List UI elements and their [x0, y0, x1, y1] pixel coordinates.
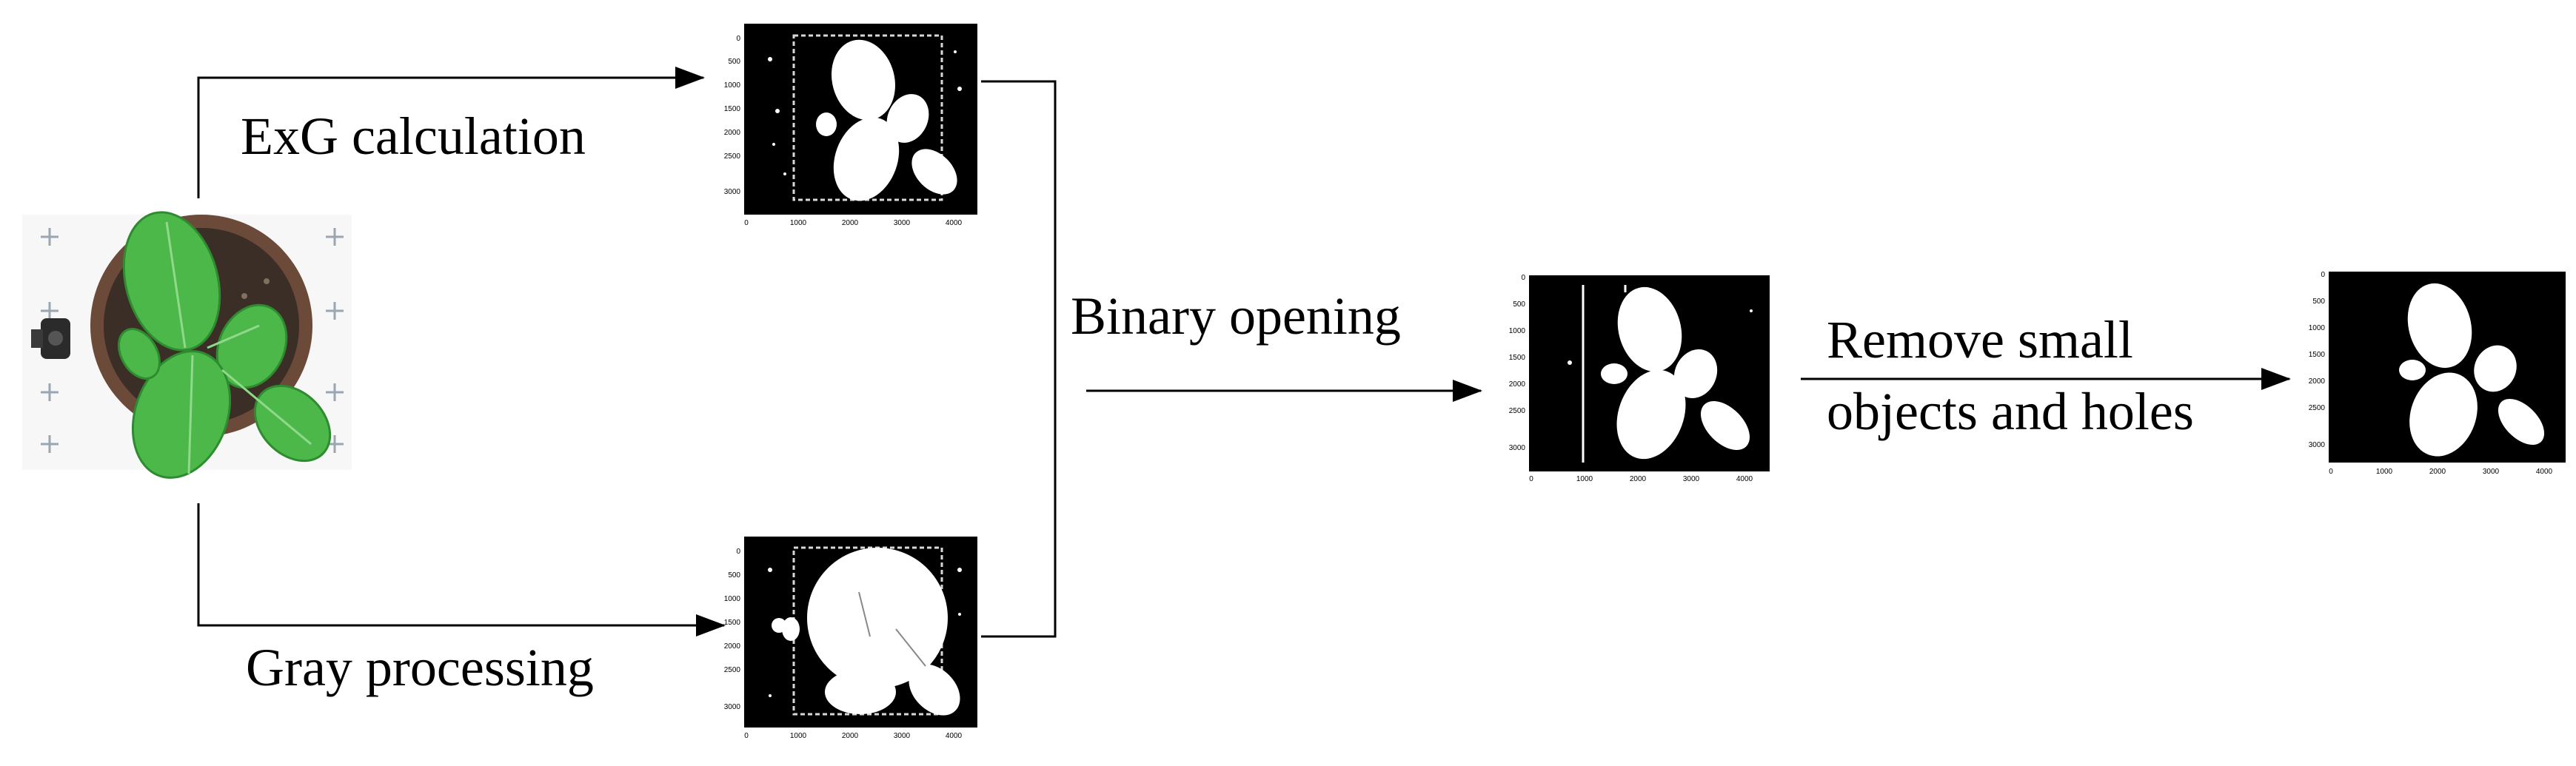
- tick-label: 500: [2312, 298, 2325, 306]
- opening-mask-foreground: [1601, 286, 1750, 460]
- arrow-to-exg: [197, 67, 705, 198]
- tick-label: 0: [744, 219, 749, 227]
- final-mask-axis-x: 0 1000 2000 3000 4000: [2329, 468, 2552, 476]
- tick-label: 1500: [1509, 354, 1526, 362]
- tick-label: 2000: [724, 642, 741, 651]
- tick-label: 1000: [1576, 475, 1593, 483]
- tick-label: 2000: [1630, 475, 1647, 483]
- tick-label: 1000: [724, 595, 741, 603]
- tick-label: 3000: [724, 703, 741, 711]
- tick-label: 4000: [1736, 475, 1753, 483]
- tick-label: 2500: [724, 152, 741, 161]
- tick-label: 3000: [2309, 441, 2326, 449]
- tick-label: 1500: [2309, 351, 2326, 359]
- tick-label: 2500: [724, 666, 741, 674]
- exg-mask-foreground: [816, 39, 957, 201]
- tick-label: 2000: [2429, 468, 2446, 476]
- tick-label: 1500: [724, 619, 741, 627]
- tick-label: 1000: [1509, 327, 1526, 335]
- tick-label: 1000: [790, 219, 807, 227]
- gray-mask-foreground: [772, 548, 960, 716]
- tick-label: 3000: [1683, 475, 1700, 483]
- label-gray-processing: Gray processing: [246, 638, 594, 697]
- tick-label: 500: [728, 58, 740, 66]
- tick-label: 2000: [842, 732, 859, 740]
- tick-label: 2000: [724, 129, 741, 137]
- opening-mask-axis-x: 0 1000 2000 3000 4000: [1529, 475, 1753, 483]
- tick-label: 2000: [2309, 377, 2326, 386]
- bracket-merge: [981, 80, 1057, 638]
- tick-label: 3000: [1509, 444, 1526, 452]
- tick-label: 4000: [946, 732, 963, 740]
- exg-mask-thumbnail: [744, 24, 977, 215]
- label-remove-small-line2: objects and holes: [1827, 382, 2194, 441]
- tick-label: 0: [736, 35, 740, 43]
- input-plant-photo: [22, 211, 352, 479]
- tick-label: 0: [2321, 271, 2325, 279]
- tick-label: 0: [744, 732, 749, 740]
- tick-label: 4000: [2536, 468, 2553, 476]
- tick-label: 1000: [2309, 324, 2326, 332]
- tick-label: 1000: [724, 81, 741, 90]
- tick-label: 1500: [724, 105, 741, 113]
- gray-mask-thumbnail: [744, 537, 977, 728]
- tick-label: 3000: [894, 732, 911, 740]
- tick-label: 3000: [894, 219, 911, 227]
- final-mask-thumbnail: [2329, 272, 2566, 463]
- tick-label: 1000: [2376, 468, 2393, 476]
- tick-label: 0: [2329, 468, 2333, 476]
- tick-label: 2000: [842, 219, 859, 227]
- tick-label: 0: [1529, 475, 1533, 483]
- tick-label: 2500: [1509, 407, 1526, 415]
- opening-mask-thumbnail: [1529, 275, 1770, 471]
- exg-mask-axis-y: 0 500 1000 1500 2000 2500 3000: [724, 35, 741, 196]
- tick-label: 500: [1513, 300, 1525, 309]
- final-mask-axis-y: 0 500 1000 1500 2000 2500 3000: [2309, 271, 2326, 449]
- label-binary-opening: Binary opening: [1071, 286, 1401, 346]
- tick-label: 4000: [946, 219, 963, 227]
- tick-label: 3000: [2483, 468, 2500, 476]
- exg-mask-axis-x: 0 1000 2000 3000 4000: [744, 219, 962, 227]
- tick-label: 0: [1521, 274, 1525, 282]
- opening-mask-axis-y: 0 500 1000 1500 2000 2500 3000: [1509, 274, 1526, 452]
- label-exg-calculation: ExG calculation: [241, 107, 586, 166]
- tick-label: 3000: [724, 188, 741, 196]
- gray-mask-axis-y: 0 500 1000 1500 2000 2500 3000: [724, 548, 741, 711]
- gray-mask-axis-x: 0 1000 2000 3000 4000: [744, 732, 962, 740]
- lens-object: [31, 318, 70, 359]
- tick-label: 500: [728, 571, 740, 579]
- arrow-to-gray: [197, 503, 726, 636]
- tick-label: 2500: [2309, 404, 2326, 412]
- tick-label: 1000: [790, 732, 807, 740]
- label-remove-small-line1: Remove small: [1827, 310, 2133, 369]
- tick-label: 0: [736, 548, 740, 556]
- tick-label: 2000: [1509, 380, 1526, 389]
- final-mask-foreground: [2399, 283, 2545, 457]
